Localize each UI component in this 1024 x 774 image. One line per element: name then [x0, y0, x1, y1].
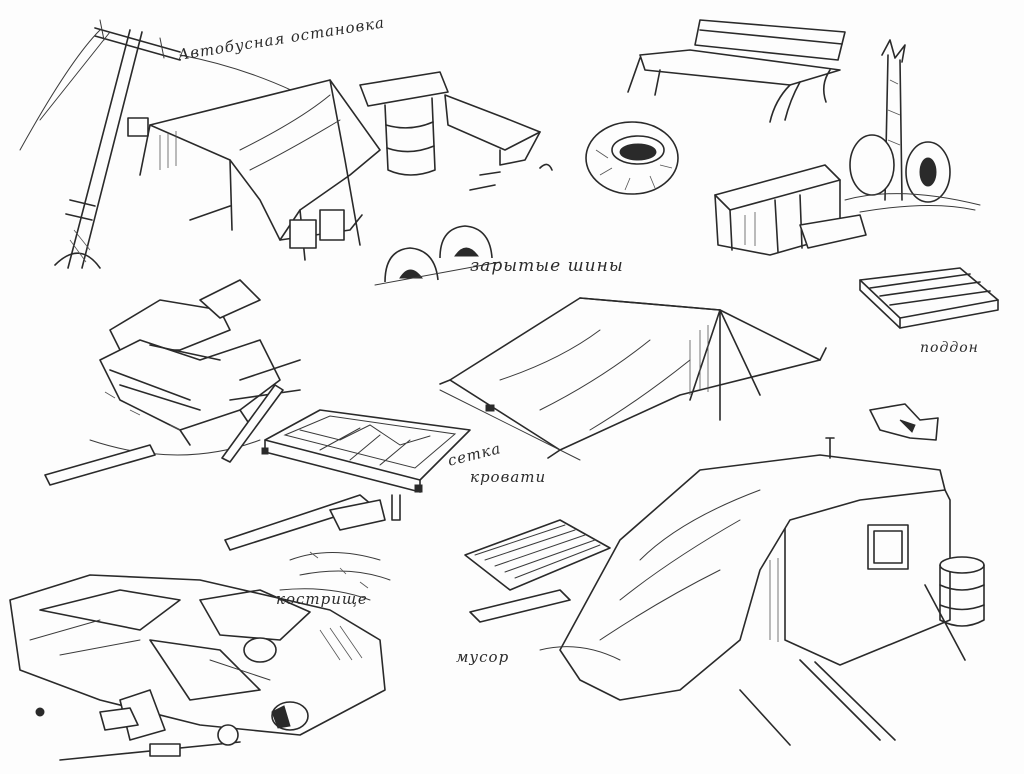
woodpile-sketch: [89, 279, 301, 456]
small-barrel-sketch: [939, 556, 985, 627]
label-bonfire: кострище: [276, 590, 368, 608]
pallet-sketch: [859, 267, 999, 329]
broken-pole-sketch: [844, 39, 981, 213]
misc-debris-sketch: [469, 163, 939, 441]
trash-sheets-sketch: [464, 519, 611, 623]
label-trash: мусор: [456, 648, 510, 666]
wrecked-car-sketch: [9, 574, 386, 761]
barrel-sketch: [359, 71, 541, 176]
label-bed-net-line2: кровати: [470, 468, 547, 486]
utility-pole-sketch: [19, 19, 331, 269]
buried-tires-sketch: [374, 225, 501, 286]
covered-trailer-sketch: [539, 437, 966, 746]
bus-stop-shelter-sketch: [139, 79, 381, 261]
bed-net-sketch: [261, 409, 471, 493]
cabinet-sketch: [714, 164, 867, 256]
bench-sketch: [627, 19, 846, 123]
label-pallet: поддон: [920, 340, 979, 356]
plank-sketch: [44, 384, 284, 486]
debris-sketch: [224, 494, 401, 601]
tire-sketch: [585, 121, 679, 195]
tarp-tent-sketch: [439, 297, 827, 461]
label-buried-tires: зарытые шины: [470, 256, 624, 276]
